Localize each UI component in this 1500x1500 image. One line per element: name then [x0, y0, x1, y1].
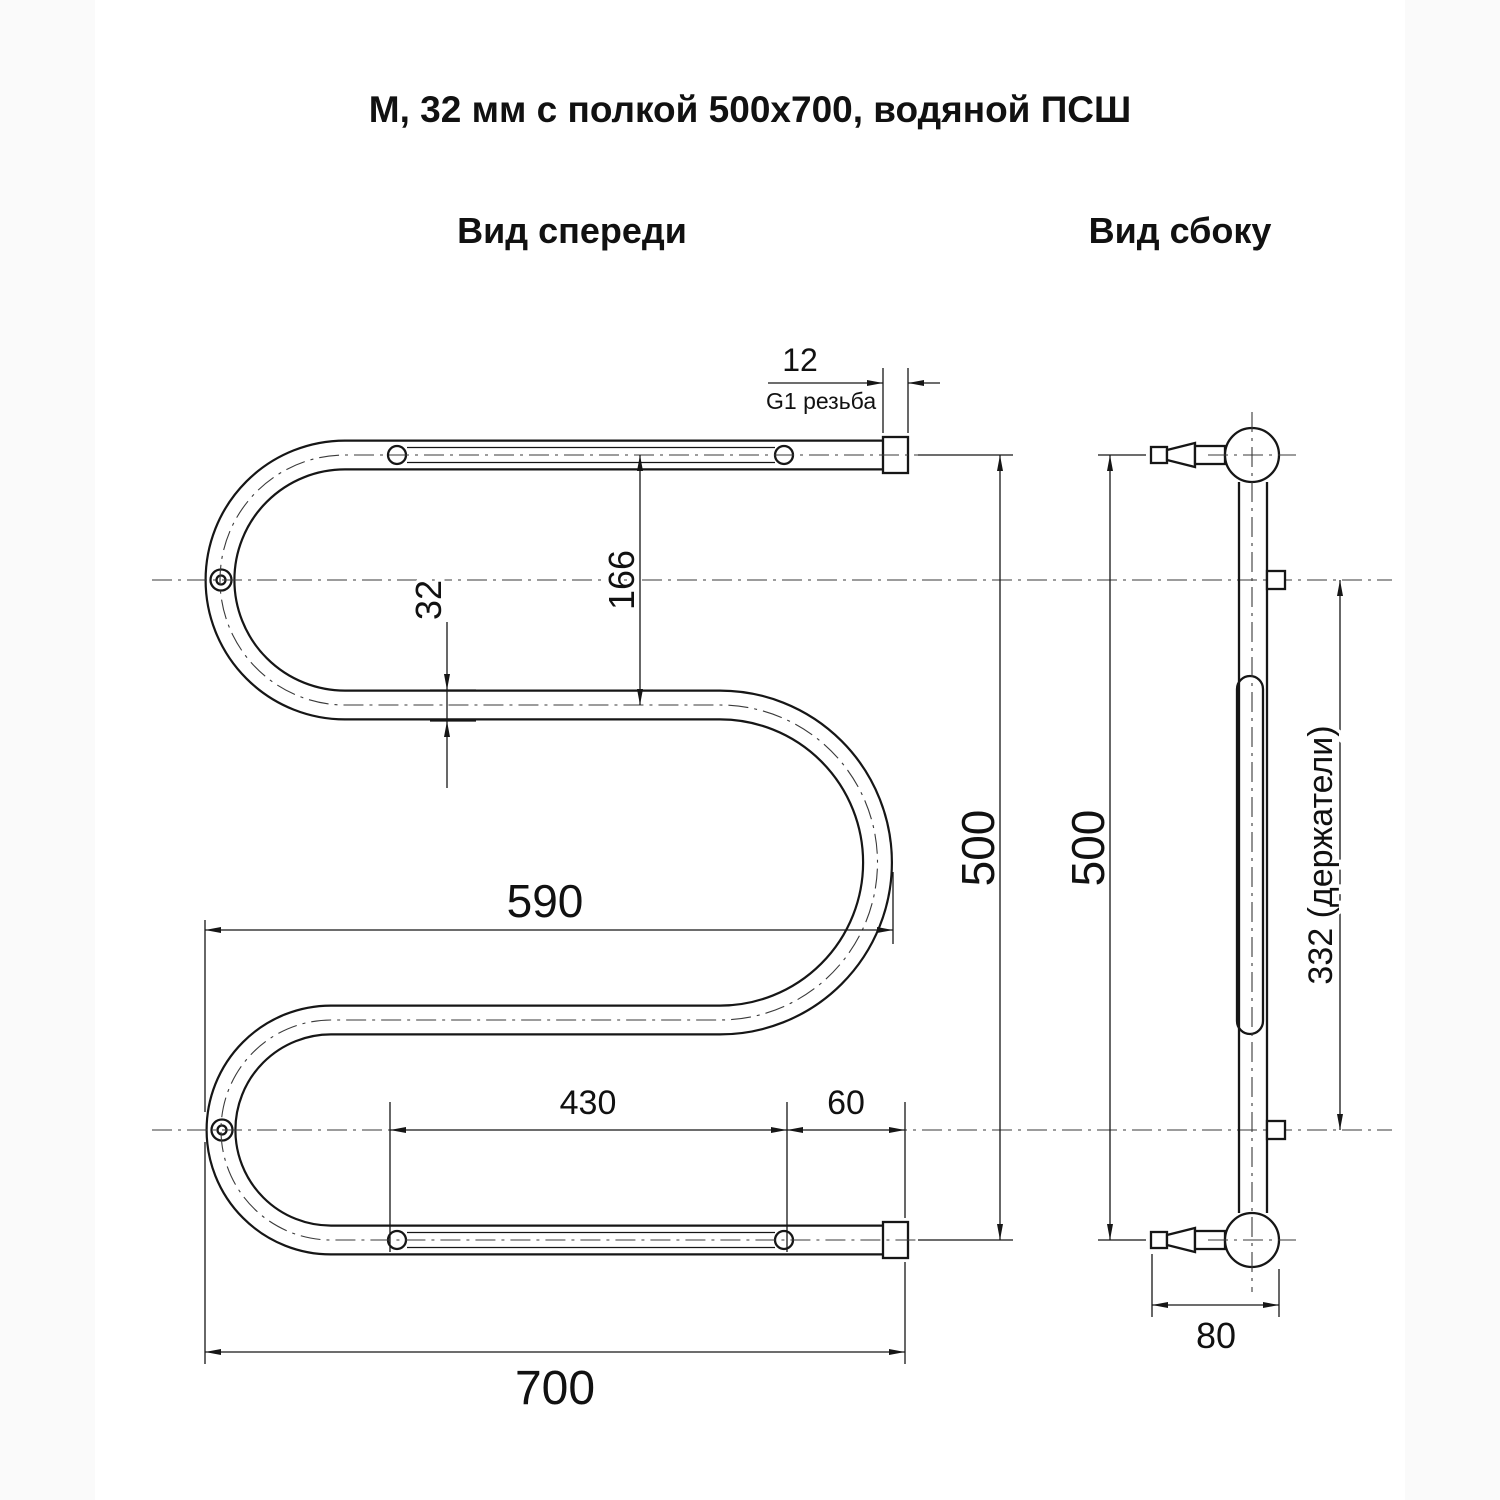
shelf-side-profile [1235, 674, 1265, 1036]
dim-total-width: 700 [515, 1362, 595, 1415]
side-view-dimensions: 500 332 (держатели) 80 [1059, 454, 1344, 1360]
side-view-label: Вид сбоку [1089, 210, 1272, 251]
pipe-centerline [219, 454, 934, 1241]
left-margin-band [0, 0, 95, 1500]
pipe-outline [204, 439, 908, 1256]
dimension-332: 332 (держатели) [1299, 580, 1344, 1130]
dim-shelf-end-offset: 60 [827, 1084, 865, 1122]
dimension-700: 700 [204, 1142, 906, 1419]
dim-side-height: 500 [1062, 810, 1114, 887]
dim-pipe-diameter: 32 [408, 580, 449, 620]
titles: М, 32 мм с полкой 500х700, водяной ПСШ В… [369, 89, 1272, 251]
front-view-label: Вид спереди [457, 210, 687, 251]
dim-depth: 80 [1196, 1315, 1236, 1356]
dimension-500-side: 500 [1059, 454, 1146, 1241]
page-title: М, 32 мм с полкой 500х700, водяной ПСШ [369, 89, 1131, 130]
dim-mid-width: 590 [507, 875, 584, 927]
side-view-drawing [1149, 412, 1296, 1292]
front-view-dimensions: 12 G1 резьба 166 32 5 [204, 339, 1013, 1419]
dim-rail-gap: 166 [601, 550, 642, 610]
dimension-32: 32 [405, 576, 476, 788]
dim-holders-spacing: 332 (держатели) [1302, 725, 1340, 984]
front-view-drawing [152, 435, 1392, 1260]
dimension-thread: 12 G1 резьба [763, 339, 940, 433]
dim-front-height: 500 [952, 810, 1004, 887]
dim-shelf-length: 430 [560, 1084, 617, 1122]
pipe-inner-fill [206, 441, 910, 1254]
dim-thread-length: 12 [782, 342, 818, 378]
right-margin-band [1405, 0, 1500, 1500]
dim-thread-type: G1 резьба [766, 388, 876, 414]
wall-holder-top [1265, 569, 1287, 591]
dimension-590: 590 [204, 872, 894, 1112]
dimension-500-front: 500 [918, 454, 1013, 1241]
dimension-430-60: 430 60 [389, 1081, 906, 1252]
dimension-166: 166 [598, 455, 646, 705]
dimension-80: 80 [1151, 1254, 1280, 1360]
wall-holder-bottom [1265, 1119, 1287, 1141]
